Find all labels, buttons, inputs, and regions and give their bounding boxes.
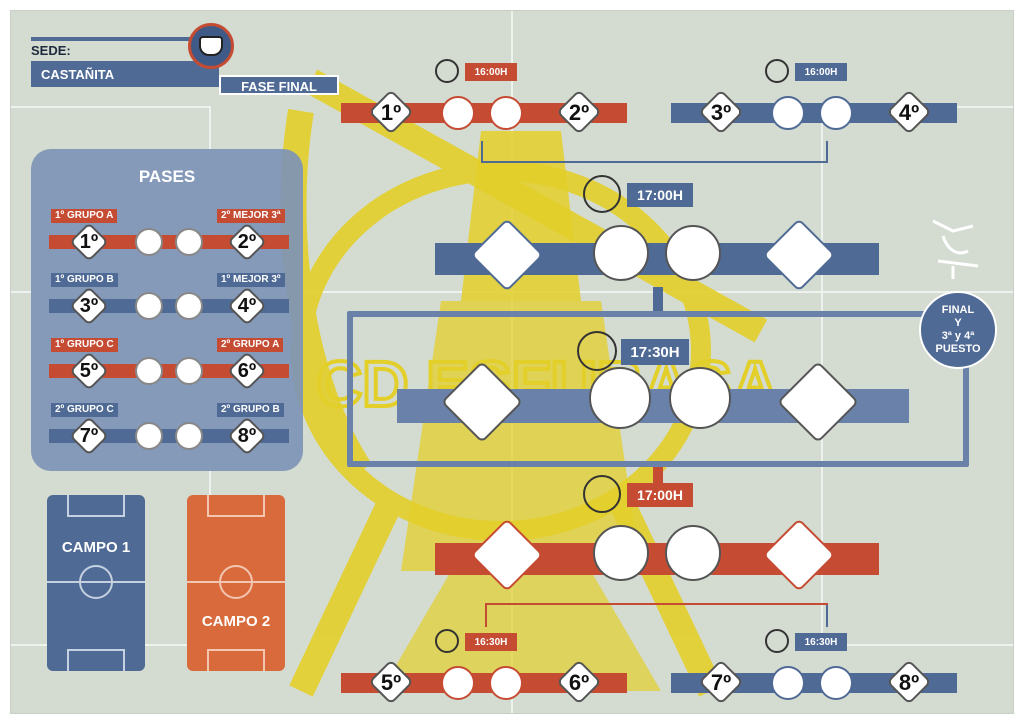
connector bbox=[481, 141, 483, 163]
match-time: 17:00H bbox=[627, 183, 693, 207]
campo2-label: CAMPO 2 bbox=[201, 613, 271, 630]
passes-title: PASES bbox=[138, 167, 196, 186]
connector bbox=[481, 161, 828, 163]
sede-value: CASTAÑITA bbox=[31, 61, 219, 87]
center-circle bbox=[219, 565, 253, 599]
pass-left-seed: 3º bbox=[79, 294, 99, 317]
right-seed: 6º bbox=[568, 670, 590, 695]
clock-icon bbox=[435, 629, 459, 653]
pitch-box bbox=[207, 495, 265, 517]
score-circle[interactable] bbox=[819, 96, 853, 130]
clock-icon bbox=[435, 59, 459, 83]
campo1-card: CAMPO 1 bbox=[47, 495, 145, 671]
pass-left-seed: 1º bbox=[79, 230, 99, 253]
score-circle[interactable] bbox=[175, 228, 203, 256]
pitch-box bbox=[207, 649, 265, 671]
match-time: 17:30H bbox=[621, 339, 689, 365]
score-circle[interactable] bbox=[135, 357, 163, 385]
score-circle[interactable] bbox=[593, 525, 649, 581]
right-seed: 2º bbox=[568, 100, 590, 125]
match-time: 16:00H bbox=[465, 63, 517, 81]
center-circle bbox=[79, 565, 113, 599]
score-circle[interactable] bbox=[489, 666, 523, 700]
score-circle[interactable] bbox=[135, 228, 163, 256]
right-seed: 4º bbox=[898, 100, 920, 125]
score-circle[interactable] bbox=[771, 666, 805, 700]
score-circle[interactable] bbox=[665, 225, 721, 281]
mascot-logo bbox=[188, 23, 234, 69]
pass-right-tag: 2º MEJOR 3ª bbox=[217, 209, 285, 223]
pass-left-seed: 5º bbox=[79, 359, 99, 382]
pass-right-seed: 2º bbox=[237, 230, 257, 253]
score-circle[interactable] bbox=[593, 225, 649, 281]
clock-icon bbox=[765, 629, 789, 653]
score-circle[interactable] bbox=[819, 666, 853, 700]
pass-right-seed: 6º bbox=[237, 359, 257, 382]
clock-icon bbox=[583, 175, 621, 213]
pass-right-tag: 1º MEJOR 3º bbox=[217, 273, 285, 287]
score-circle[interactable] bbox=[175, 422, 203, 450]
score-circle[interactable] bbox=[589, 367, 651, 429]
score-circle[interactable] bbox=[175, 292, 203, 320]
pass-right-tag: 2º GRUPO A bbox=[217, 338, 284, 352]
mascot-icon bbox=[199, 36, 223, 56]
match-time: 16:00H bbox=[795, 63, 847, 81]
connector bbox=[826, 141, 828, 163]
connector bbox=[485, 603, 487, 627]
score-circle[interactable] bbox=[489, 96, 523, 130]
pass-right-tag: 2º GRUPO B bbox=[217, 403, 284, 417]
connector bbox=[485, 603, 828, 605]
connector bbox=[653, 287, 663, 311]
pitch-box bbox=[67, 495, 125, 517]
pass-right-seed: 4º bbox=[237, 294, 257, 317]
phase-label: FASE FINAL bbox=[219, 75, 339, 95]
score-circle[interactable] bbox=[135, 422, 163, 450]
score-circle[interactable] bbox=[135, 292, 163, 320]
match-time: 16:30H bbox=[795, 633, 847, 651]
final-badge-line4: PUESTO bbox=[935, 343, 981, 355]
clock-icon bbox=[583, 475, 621, 513]
match-bar bbox=[671, 673, 957, 693]
left-seed: 5º bbox=[380, 670, 402, 695]
match-bar bbox=[671, 103, 957, 123]
match-time: 17:00H bbox=[627, 483, 693, 507]
connector bbox=[653, 467, 663, 491]
match-bar bbox=[341, 673, 627, 693]
pass-left-tag: 2º GRUPO C bbox=[51, 403, 118, 417]
score-circle[interactable] bbox=[175, 357, 203, 385]
final-badge-line2: Y bbox=[954, 317, 962, 329]
score-circle[interactable] bbox=[669, 367, 731, 429]
left-seed: 3º bbox=[710, 100, 732, 125]
connector bbox=[826, 603, 828, 627]
pass-left-tag: 1º GRUPO C bbox=[51, 338, 118, 352]
pass-left-tag: 1º GRUPO A bbox=[51, 209, 118, 223]
final-frame bbox=[347, 311, 969, 467]
final-badge: FINAL Y 3ª y 4ª PUESTO bbox=[919, 291, 997, 369]
score-circle[interactable] bbox=[441, 96, 475, 130]
match-bar bbox=[341, 103, 627, 123]
right-seed: 8º bbox=[898, 670, 920, 695]
campo2-card: CAMPO 2 bbox=[187, 495, 285, 671]
header-rule bbox=[31, 37, 211, 41]
campo1-label: CAMPO 1 bbox=[61, 539, 131, 556]
pass-left-tag: 1º GRUPO B bbox=[51, 273, 118, 287]
bracket-sheet: CD ESFUBASA SEDE: CASTAÑITA FASE FINAL P… bbox=[10, 10, 1014, 714]
final-badge-line1: FINAL bbox=[941, 304, 975, 316]
pass-left-seed: 7º bbox=[79, 424, 99, 447]
score-circle[interactable] bbox=[665, 525, 721, 581]
clock-icon bbox=[577, 331, 617, 371]
sketch-logo bbox=[932, 219, 979, 279]
clock-icon bbox=[765, 59, 789, 83]
sede-label: SEDE: bbox=[31, 43, 71, 58]
final-badge-line3: 3ª y 4ª bbox=[941, 330, 975, 342]
pitch-box bbox=[67, 649, 125, 671]
club-emblem-watermark: CD ESFUBASA bbox=[280, 69, 780, 697]
left-seed: 1º bbox=[380, 100, 402, 125]
pass-right-seed: 8º bbox=[237, 424, 257, 447]
score-circle[interactable] bbox=[441, 666, 475, 700]
left-seed: 7º bbox=[710, 670, 732, 695]
score-circle[interactable] bbox=[771, 96, 805, 130]
match-time: 16:30H bbox=[465, 633, 517, 651]
